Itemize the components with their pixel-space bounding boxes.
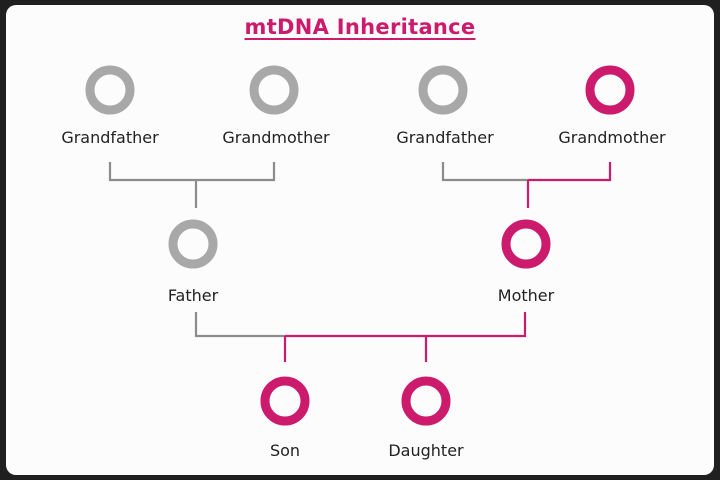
node-paternal-grandmother xyxy=(249,65,299,115)
label-son: Son xyxy=(269,441,301,460)
label-paternal-grandfather: Grandfather xyxy=(61,128,159,147)
label-mother: Mother xyxy=(497,286,555,305)
label-maternal-grandfather: Grandfather xyxy=(396,128,494,147)
node-maternal-grandfather xyxy=(418,65,468,115)
connector-maternal-grandfather xyxy=(441,162,528,182)
label-maternal-grandmother: Grandmother xyxy=(558,128,666,147)
node-son xyxy=(260,376,310,426)
node-father xyxy=(168,219,218,269)
label-paternal-grandmother: Grandmother xyxy=(222,128,330,147)
label-daughter: Daughter xyxy=(388,441,464,460)
node-paternal-grandfather xyxy=(85,65,135,115)
diagram-title: mtDNA Inheritance xyxy=(244,15,476,39)
diagram-canvas xyxy=(6,5,714,475)
node-maternal-grandmother xyxy=(585,65,635,115)
connector-paternal-grandparents xyxy=(108,162,276,182)
node-daughter xyxy=(401,376,451,426)
connector-maternal-grandmother xyxy=(528,162,612,182)
node-mother xyxy=(501,219,551,269)
label-father: Father xyxy=(167,286,219,305)
connector-father xyxy=(194,312,285,338)
connector-mother xyxy=(285,312,527,338)
